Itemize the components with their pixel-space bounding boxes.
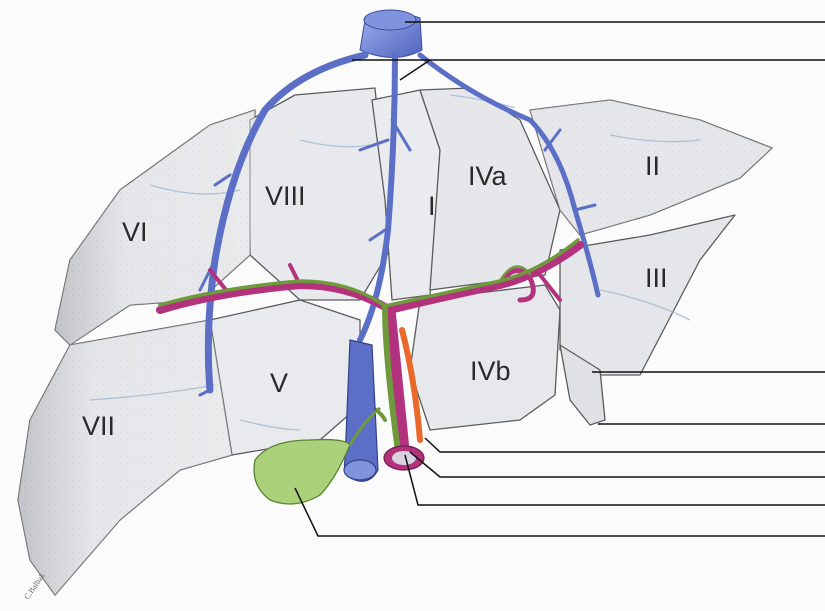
segment-label-i: I	[428, 191, 436, 221]
inferior-vena-cava	[360, 10, 422, 58]
segment-label-v: V	[270, 368, 288, 398]
leader-line-hepatic-artery	[425, 438, 825, 452]
leader-line-portal-vein	[410, 452, 825, 477]
ivc-lower-segment	[344, 340, 378, 481]
segment-label-ivb: IVb	[470, 356, 511, 386]
segment-label-iva: IVa	[468, 161, 508, 191]
leader-line-gallbladder	[295, 488, 825, 536]
segment-label-vi: VII	[82, 411, 115, 441]
leader-line-bile-duct	[405, 455, 825, 505]
artist-signature: C.Balbak	[22, 571, 47, 601]
leader-line-hepatic-veins	[352, 60, 825, 80]
segment-iii-region	[560, 215, 735, 375]
segment-label-ii: II	[645, 151, 660, 181]
segment-label-vii: VI	[122, 217, 148, 247]
segment-label-iii: III	[645, 263, 668, 293]
segment-label-viii: VIII	[265, 181, 306, 211]
